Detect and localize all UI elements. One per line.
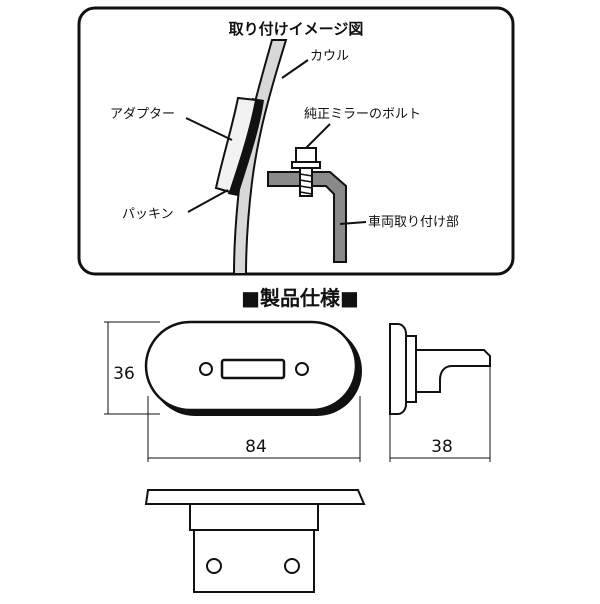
mount-bracket <box>267 171 347 263</box>
label-bolt: 純正ミラーのボルト <box>304 107 421 122</box>
bottom-plate <box>144 489 366 505</box>
bottom-base <box>189 503 319 531</box>
bottom-hole-left <box>206 558 222 574</box>
install-panel: 取り付けイメージ図 カウル アダプター 純正ミラーのボルト パッキン <box>77 6 515 276</box>
specs-title: ■製品仕様■ <box>241 286 359 310</box>
dimension-depth: 38 <box>389 366 491 462</box>
dimension-height: 36 <box>104 321 160 415</box>
leader-packing <box>187 189 229 213</box>
dimension-depth-label: 38 <box>431 437 453 457</box>
bolt-head <box>295 147 317 163</box>
adapter-block <box>214 96 258 194</box>
label-packing: パッキン <box>122 207 174 222</box>
leader-mount <box>339 221 367 225</box>
side-view <box>389 323 491 415</box>
dimension-width: 84 <box>147 396 361 462</box>
front-slot <box>220 358 286 380</box>
label-cowl: カウル <box>310 49 349 64</box>
bolt <box>291 147 321 197</box>
label-mount: 車両取り付け部 <box>368 215 459 230</box>
side-plate <box>389 323 407 415</box>
leader-adapter <box>185 117 233 141</box>
dimension-width-label: 84 <box>245 437 267 457</box>
label-adapter: アダプター <box>110 107 175 122</box>
side-arm <box>415 349 491 393</box>
leader-cowl <box>281 59 309 79</box>
bottom-hole-right <box>284 558 300 574</box>
bottom-view <box>144 489 366 593</box>
side-base <box>405 335 417 403</box>
front-view <box>144 320 362 416</box>
install-frame <box>77 6 515 276</box>
install-title: 取り付けイメージ図 <box>229 20 364 38</box>
front-hole-right <box>295 362 309 376</box>
leader-bolt <box>305 123 331 149</box>
front-hole-left <box>199 362 213 376</box>
dimension-height-label: 36 <box>113 364 135 384</box>
